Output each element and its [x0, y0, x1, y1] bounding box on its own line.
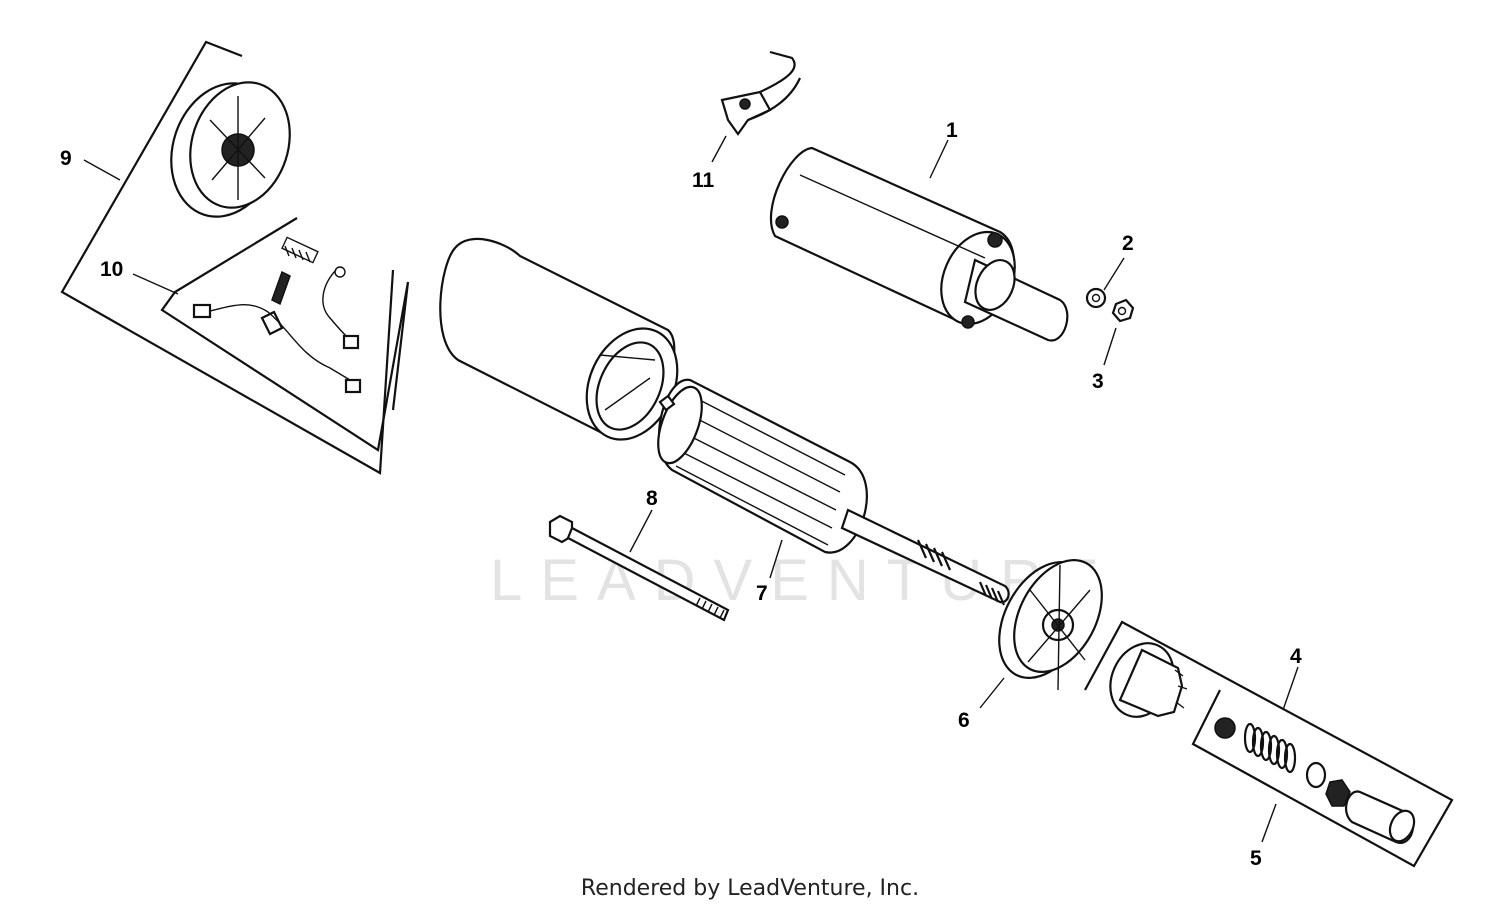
callout-3[interactable]: 3 — [1092, 370, 1104, 393]
frame-housing — [439, 237, 679, 441]
part-9-end-cap[interactable] — [60, 40, 395, 475]
part-3-nut[interactable] — [1111, 298, 1135, 323]
render-credit: Rendered by LeadVenture, Inc. — [580, 876, 920, 901]
callout-8[interactable]: 8 — [646, 487, 658, 510]
part-11-lead-clip[interactable] — [720, 50, 802, 136]
part-4-drive-kit[interactable] — [1084, 620, 1454, 868]
part-8-through-bolt[interactable] — [548, 514, 730, 622]
callout-10[interactable]: 10 — [100, 258, 123, 281]
callout-5[interactable]: 5 — [1250, 847, 1262, 870]
callout-4[interactable]: 4 — [1290, 645, 1302, 668]
callout-1[interactable]: 1 — [946, 119, 958, 142]
callout-6[interactable]: 6 — [958, 709, 970, 732]
part-7-armature[interactable] — [649, 378, 1010, 606]
callout-2[interactable]: 2 — [1122, 232, 1134, 255]
part-6-drive-end-cap[interactable] — [981, 545, 1120, 693]
part-2-lock-washer[interactable] — [1085, 287, 1107, 309]
leader-lines — [83, 135, 1299, 843]
callout-9[interactable]: 9 — [60, 147, 72, 170]
callout-7[interactable]: 7 — [756, 582, 768, 605]
callout-11[interactable]: 11 — [692, 169, 715, 192]
part-10-brush-assembly[interactable] — [160, 217, 410, 452]
part-1-starter-assembly[interactable] — [769, 146, 1069, 342]
